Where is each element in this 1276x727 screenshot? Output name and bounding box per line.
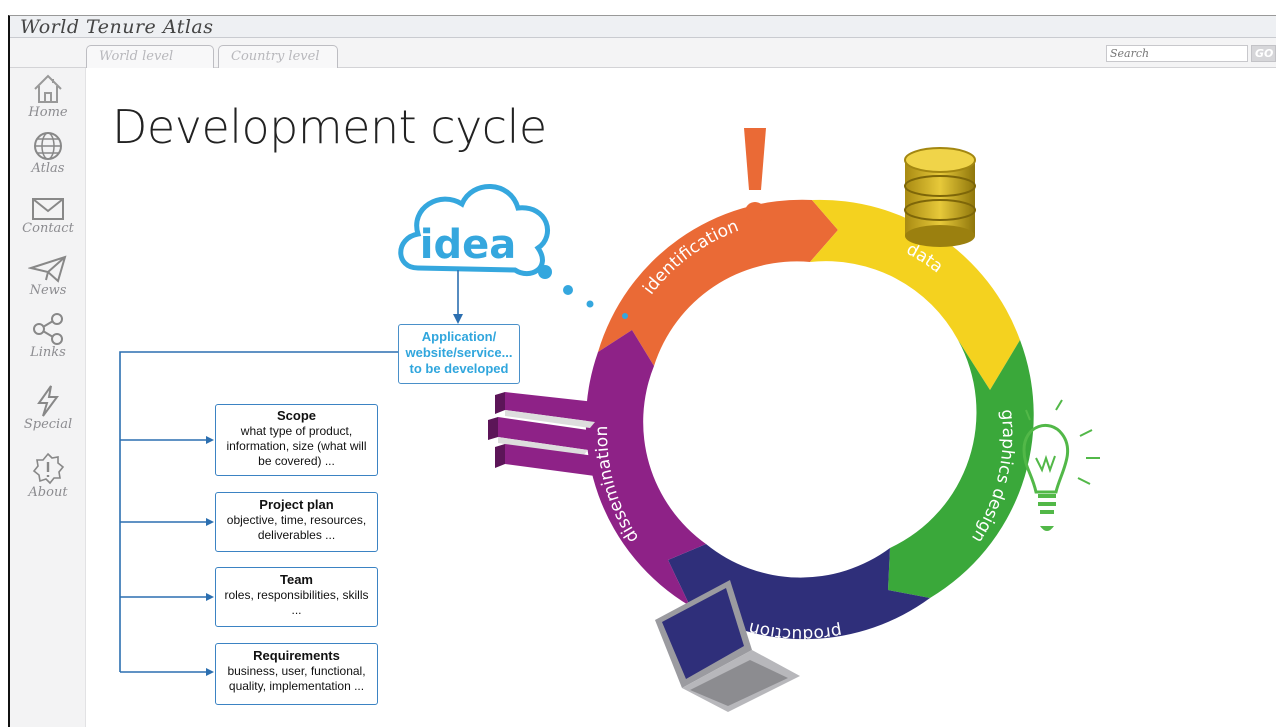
window-frame (8, 15, 1276, 727)
tab-country-level[interactable]: Country level (218, 45, 338, 68)
scope-box: Scope what type of product, information,… (215, 404, 378, 476)
sidebar-item-label: Contact (22, 221, 74, 236)
sidebar-item-label: News (29, 283, 67, 298)
sidebar-item-about[interactable]: About (10, 452, 86, 500)
application-box: Application/ website/service... to be de… (398, 324, 520, 384)
page-title: Development cycle (112, 100, 547, 154)
box-title: Team (280, 572, 313, 587)
sidebar-item-links[interactable]: Links (10, 312, 86, 360)
info-badge-icon (32, 452, 65, 485)
lightbulb-icon (1022, 399, 1100, 531)
sidebar-item-label: Links (30, 345, 66, 360)
box-text: quality, implementation ... (228, 679, 365, 693)
paper-plane-icon (28, 255, 67, 283)
sidebar: Home Atlas Contact News Links Special Ab… (10, 68, 86, 727)
database-icon (904, 147, 976, 247)
globe-icon (34, 132, 62, 160)
share-icon (33, 313, 63, 345)
sidebar-item-news[interactable]: News (10, 254, 86, 298)
tab-world-level[interactable]: World level (86, 45, 214, 68)
box-text: business, user, functional, (227, 664, 366, 678)
application-line: to be developed (409, 361, 509, 376)
sidebar-item-label: Special (23, 417, 73, 432)
requirements-box: Requirements business, user, functional,… (215, 643, 378, 705)
application-line: Application/ (421, 329, 497, 344)
box-title: Project plan (259, 497, 334, 512)
search-input[interactable] (1106, 45, 1248, 62)
box-title: Scope (276, 408, 316, 423)
sidebar-item-label: About (28, 485, 68, 500)
dissemination-segment (585, 330, 706, 606)
laptop-icon (655, 580, 800, 712)
sidebar-item-label: Atlas (31, 161, 65, 176)
box-text: what type of product, (240, 424, 353, 438)
application-line: website/service... (405, 345, 513, 360)
team-box: Team roles, responsibilities, skills ... (215, 567, 378, 627)
app-title: World Tenure Atlas (20, 16, 214, 38)
identification-segment (598, 199, 838, 366)
sidebar-item-atlas[interactable]: Atlas (10, 130, 86, 176)
sidebar-item-special[interactable]: Special (10, 384, 86, 432)
box-title: Requirements (253, 648, 340, 663)
sidebar-item-home[interactable]: Home (10, 72, 86, 120)
exclamation-icon (744, 128, 766, 222)
box-text: be covered) ... (258, 454, 335, 468)
home-icon (34, 74, 62, 103)
sidebar-item-label: Home (28, 105, 68, 120)
graphics-design-segment (888, 340, 1034, 598)
flow-connectors (119, 270, 463, 676)
box-text: deliverables ... (257, 528, 336, 542)
title-bar (10, 16, 1276, 38)
box-text: objective, time, resources, (226, 513, 367, 527)
data-segment (810, 199, 1020, 390)
box-text: information, size (what will (226, 439, 367, 453)
project-plan-box: Project plan objective, time, resources,… (215, 492, 378, 552)
idea-label: idea (420, 222, 516, 268)
envelope-icon (32, 198, 64, 220)
box-text: ... (291, 603, 302, 617)
box-text: roles, responsibilities, skills (224, 588, 369, 602)
cycle-ring (585, 199, 1034, 640)
lightning-icon (37, 385, 59, 417)
sidebar-item-contact[interactable]: Contact (10, 196, 86, 236)
books-icon (488, 392, 595, 476)
idea-cloud: idea (398, 184, 628, 319)
